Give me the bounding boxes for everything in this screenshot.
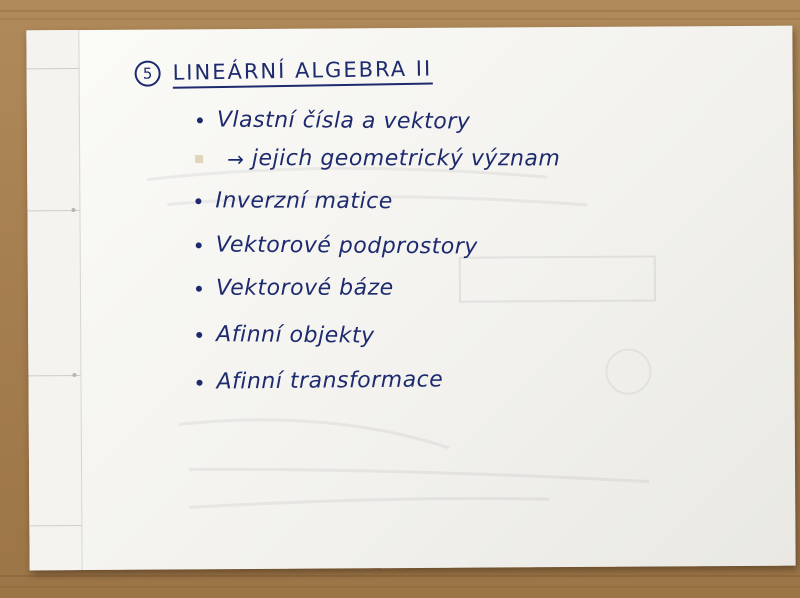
bullet-dot xyxy=(195,285,202,292)
bullet-dot xyxy=(195,197,202,204)
list-item-label: jejich geometrický význam xyxy=(251,146,561,172)
list-item: Inverzní matice xyxy=(195,188,393,214)
list-item: Vektorové podprostory xyxy=(195,232,478,260)
bullet-dot xyxy=(196,331,203,338)
bullet-dot xyxy=(196,379,203,386)
bullet-dot xyxy=(195,241,202,248)
list-item: Afinní transformace xyxy=(196,367,444,395)
list-item: Vlastní čísla a vektory xyxy=(196,107,471,135)
list-item-label: Inverzní matice xyxy=(215,188,393,215)
list-item-sub: → jejich geometrický význam xyxy=(195,146,560,171)
notebook-page: 5 LINEÁRNÍ ALGEBRA II Vlastní čísla a ve… xyxy=(26,25,796,571)
page-heading: 5 LINEÁRNÍ ALGEBRA II xyxy=(134,56,433,89)
bullet-dot xyxy=(196,116,203,123)
wood-grain xyxy=(0,10,800,12)
list-item: Vektorové báze xyxy=(195,275,394,301)
page-title: LINEÁRNÍ ALGEBRA II xyxy=(172,56,433,89)
list-item-label: Vektorové podprostory xyxy=(215,232,478,260)
wood-grain xyxy=(0,586,800,588)
arrow-right-icon: → xyxy=(227,146,244,171)
wood-grain xyxy=(0,575,800,577)
wood-grain xyxy=(0,18,800,20)
show-through xyxy=(26,26,792,509)
section-number: 5 xyxy=(134,60,161,87)
list-item-label: Afinní transformace xyxy=(216,367,444,395)
show-through-sketch xyxy=(147,166,657,509)
list-item-label: Vektorové báze xyxy=(215,275,394,301)
list-item-label: Afinní objekty xyxy=(216,322,375,349)
paper-stain xyxy=(195,154,204,163)
list-item: Afinní objekty xyxy=(196,322,375,349)
list-item-label: Vlastní čísla a vektory xyxy=(216,107,471,135)
